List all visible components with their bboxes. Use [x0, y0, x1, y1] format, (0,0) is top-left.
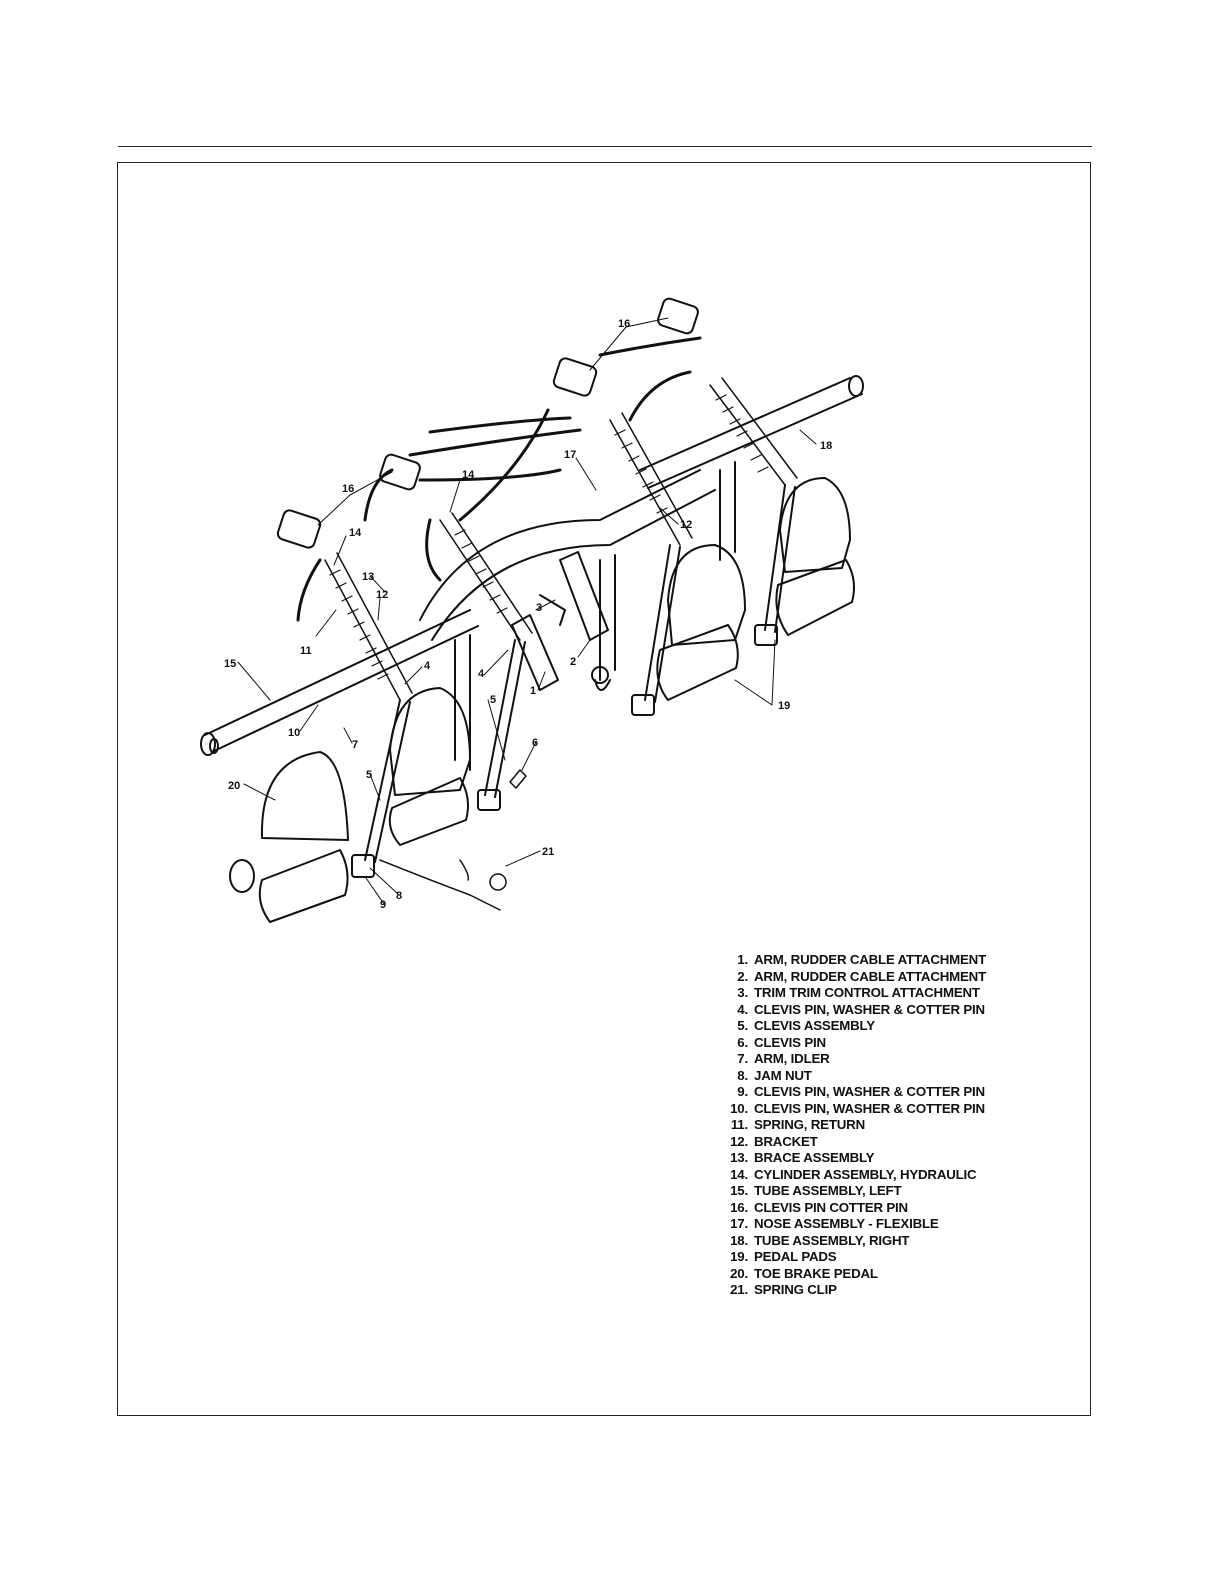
legend-item: 9.CLEVIS PIN, WASHER & COTTER PIN [737, 1084, 985, 1099]
legend-item: 8.JAM NUT [737, 1067, 812, 1083]
legend-item: 18.TUBE ASSEMBLY, RIGHT [730, 1232, 910, 1248]
legend-item: 13.BRACE ASSEMBLY [730, 1150, 875, 1165]
right-tube [639, 375, 864, 489]
legend-item: 16.CLEVIS PIN COTTER PIN [730, 1199, 908, 1215]
legend-item: 15.TUBE ASSEMBLY, LEFT [730, 1183, 902, 1198]
legend-item: 11.SPRING, RETURN [730, 1117, 865, 1132]
callout-21: 21 [542, 846, 554, 858]
callout-6: 6 [532, 737, 538, 749]
callout-4-left: 4 [424, 660, 431, 672]
leader-lines [237, 317, 817, 905]
legend-item: 3.TRIM TRIM CONTROL ATTACHMENT [737, 985, 980, 1000]
callout-20: 20 [228, 780, 240, 792]
callout-16-right: 16 [618, 318, 630, 330]
hydraulic-lines [296, 336, 702, 622]
callout-14-upper: 14 [462, 469, 475, 481]
legend-item: 1.ARM, RUDDER CABLE ATTACHMENT [737, 952, 986, 967]
right-hydraulic-cylinders [552, 297, 798, 546]
callout-11: 11 [300, 645, 312, 657]
legend-item: 5.CLEVIS ASSEMBLY [737, 1018, 875, 1033]
callout-7: 7 [352, 739, 358, 751]
rudder-cable-arms [511, 551, 609, 691]
legend-item: 19.PEDAL PADS [730, 1249, 837, 1264]
callout-4-right: 4 [478, 668, 485, 680]
callout-5-right: 5 [490, 694, 496, 706]
legend-item: 12.BRACKET [730, 1133, 818, 1149]
legend-item: 2.ARM, RUDDER CABLE ATTACHMENT [737, 968, 986, 984]
callout-numbers: 16 16 17 18 14 14 13 12 12 11 15 4 4 5 3… [224, 318, 832, 911]
callout-1: 1 [530, 685, 536, 697]
left-hydraulic-cylinders [276, 453, 533, 701]
misc-parts [379, 769, 527, 911]
callout-16-left: 16 [342, 483, 354, 495]
callout-12-left: 12 [376, 589, 388, 601]
legend-item: 6.CLEVIS PIN [737, 1034, 826, 1050]
figure-frame [117, 162, 1091, 1416]
legend-item: 20.TOE BRAKE PEDAL [730, 1265, 878, 1281]
callout-19: 19 [778, 700, 790, 712]
rudder-pedal-assembly-drawing: 16 16 17 18 14 14 13 12 12 11 15 4 4 5 3… [200, 297, 864, 923]
callout-17: 17 [564, 449, 576, 461]
callout-9: 9 [380, 899, 386, 911]
callout-2: 2 [570, 656, 576, 668]
legend-item: 7.ARM, IDLER [737, 1051, 830, 1066]
callout-13: 13 [362, 571, 374, 583]
page-top-rule [118, 146, 1092, 147]
callout-5-left: 5 [366, 769, 372, 781]
callout-18: 18 [820, 440, 832, 452]
parts-legend: 1.ARM, RUDDER CABLE ATTACHMENT 2.ARM, RU… [712, 952, 1022, 1299]
callout-3: 3 [536, 602, 542, 614]
callout-8: 8 [396, 890, 402, 902]
callout-12-right: 12 [680, 519, 692, 531]
pedal-pads [229, 559, 855, 923]
legend-item: 14.CYLINDER ASSEMBLY, HYDRAULIC [730, 1166, 977, 1182]
left-tube [200, 609, 479, 756]
toe-brake-pedals [260, 477, 851, 841]
callout-10: 10 [288, 727, 300, 739]
legend-item: 21.SPRING CLIP [730, 1282, 837, 1297]
legend-item: 4.CLEVIS PIN, WASHER & COTTER PIN [737, 1001, 985, 1017]
clevis-rods [351, 484, 796, 878]
legend-item: 17.NOSE ASSEMBLY - FLEXIBLE [730, 1216, 939, 1231]
callout-15: 15 [224, 658, 236, 670]
callout-14-lower: 14 [349, 527, 362, 539]
legend-item: 10.CLEVIS PIN, WASHER & COTTER PIN [730, 1100, 985, 1116]
